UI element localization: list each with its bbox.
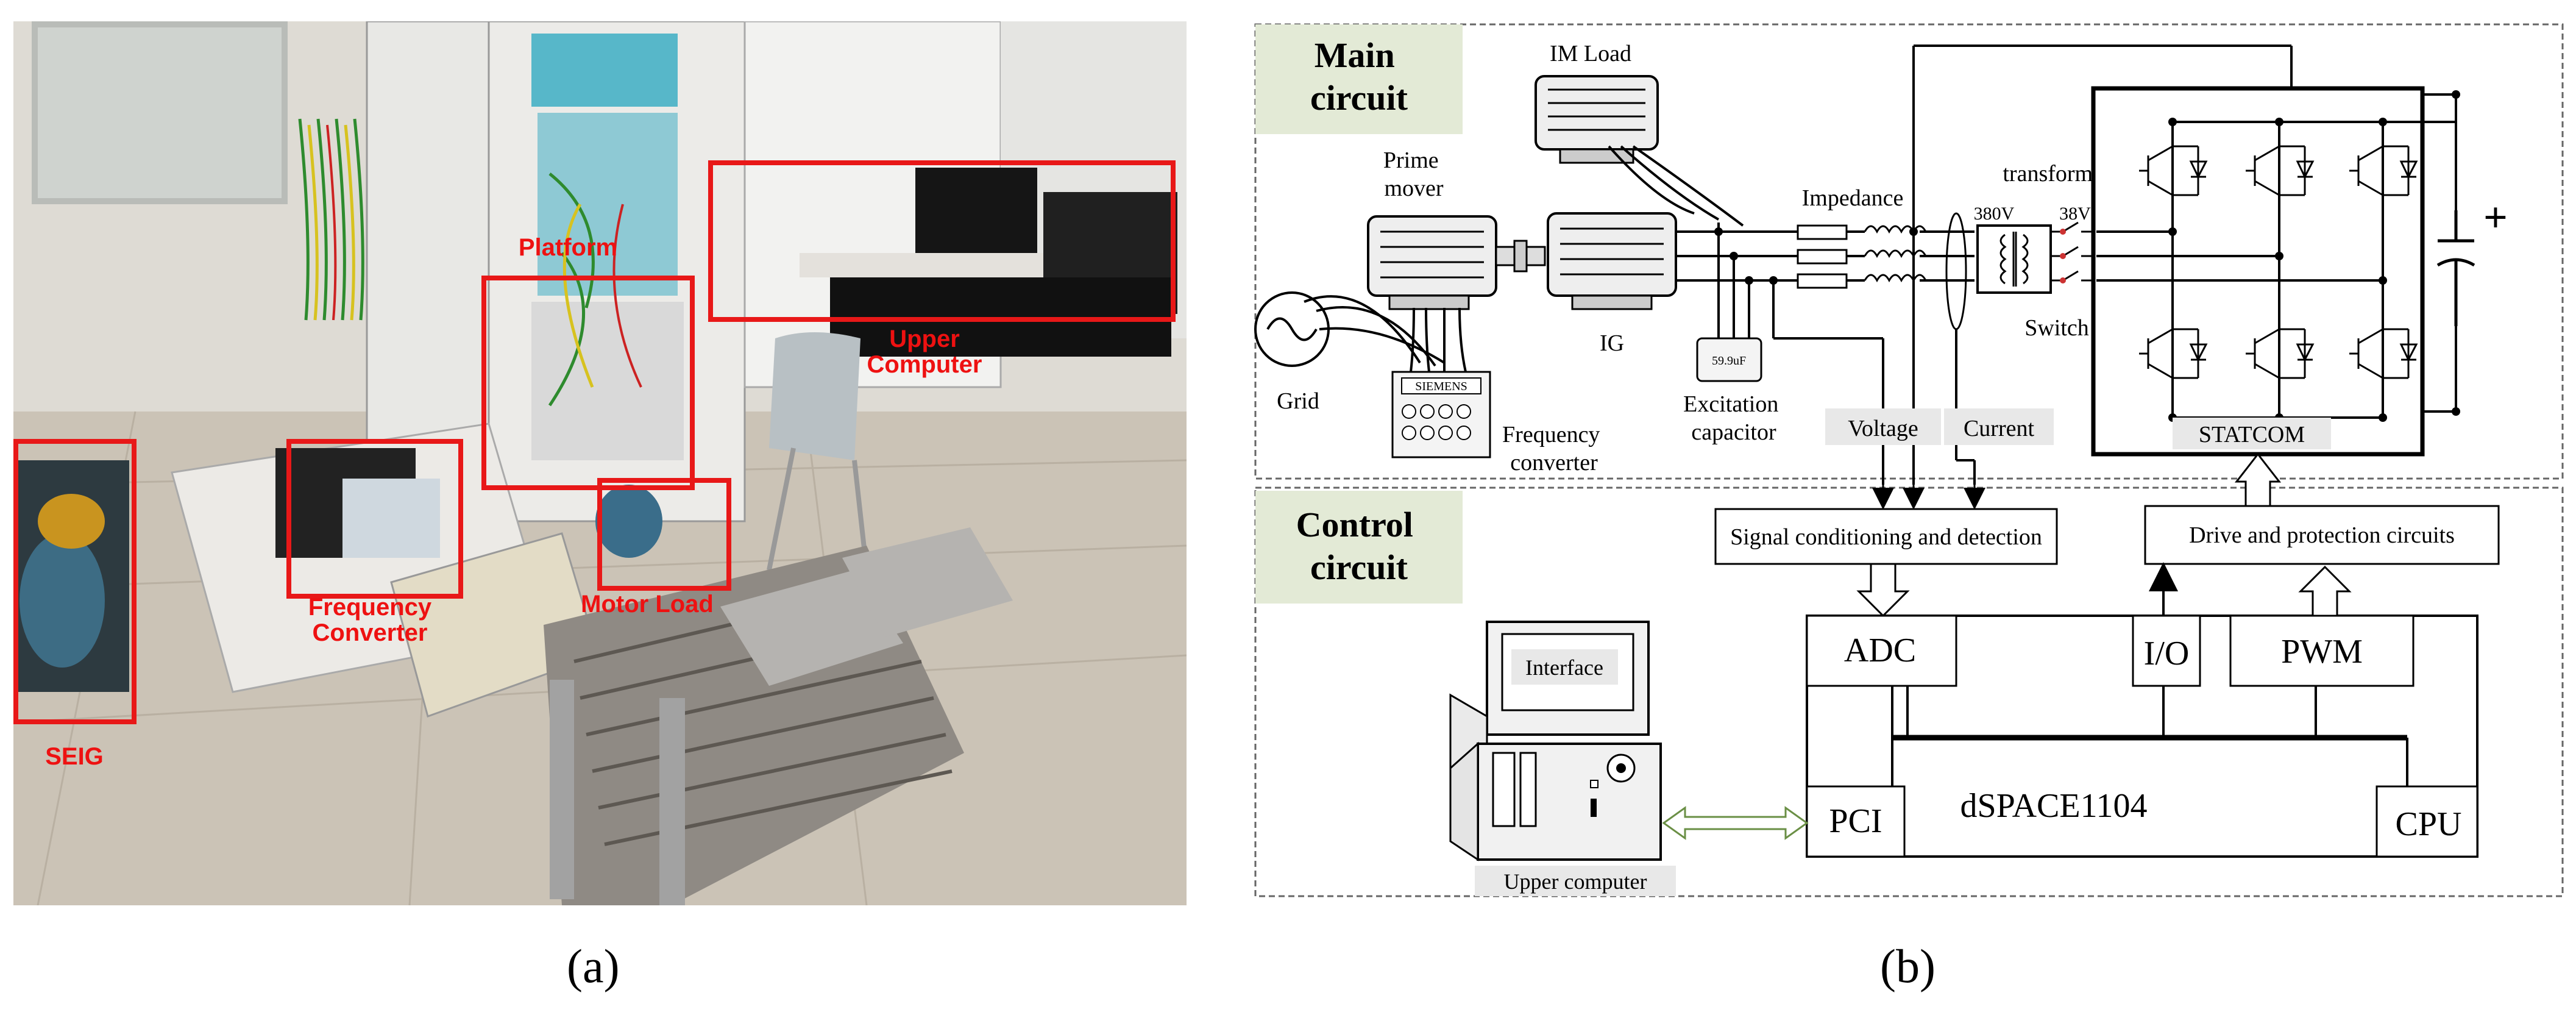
upper-computer-icon (1449, 621, 1662, 861)
seig-label: SEIG (45, 743, 104, 770)
upper-computer-label: Upper Computer (867, 326, 982, 378)
frequency-converter-label: Frequency converter (1502, 422, 1606, 476)
transformer-icon (1976, 224, 2052, 294)
impedance-label: Impedance (1802, 185, 1904, 211)
caption-b: (b) (1880, 939, 1936, 992)
drive-to-statcom-arrow (2234, 452, 2282, 507)
switch-icon (2051, 221, 2096, 282)
ig-label: IG (1600, 330, 1624, 356)
prime-mover-icon (1367, 215, 1546, 310)
svg-text:Signal conditioning and detect: Signal conditioning and detection (1730, 524, 2042, 550)
upper-computer-label: Upper computer (1504, 869, 1647, 894)
im-load-label: IM Load (1550, 41, 1631, 66)
dspace-label: dSPACE1104 (1960, 787, 2147, 825)
switch-label: Switch (2024, 315, 2089, 341)
frequency-converter-box (286, 439, 463, 599)
svg-text:Drive and protection circuits: Drive and protection circuits (2189, 522, 2455, 548)
svg-text:SIEMENS: SIEMENS (1415, 380, 1467, 393)
schematic-panel: Main circuit Control circuit IM Load Pri… (1243, 21, 2566, 905)
main-circuit-line2: circuit (1310, 78, 1408, 118)
im-load-motor-icon (1535, 75, 1659, 164)
drive-protection-block: Drive and protection circuits (2144, 505, 2500, 565)
dspace-block (1806, 615, 2478, 858)
upper-computer-box (708, 160, 1176, 322)
statcom-label: STATCOM (2199, 422, 2305, 447)
dc-capacitor-icon (2436, 210, 2475, 326)
io-label: I/O (2144, 635, 2190, 672)
seig-box (13, 439, 137, 724)
pwm-label: PWM (2281, 633, 2363, 671)
caption-a: (a) (567, 939, 620, 992)
main-circuit-region (1254, 23, 2564, 480)
main-circuit-line1: Main (1315, 35, 1395, 75)
svg-text:59.9uF: 59.9uF (1712, 354, 1746, 368)
lab-photo (13, 21, 1187, 905)
frequency-converter-icon: SIEMENS (1391, 371, 1491, 458)
platform-label: Platform (518, 234, 618, 261)
ig-generator-icon (1547, 212, 1677, 310)
pwm-to-drive-arrow (2298, 565, 2352, 617)
excitation-capacitor-icon: 59.9uF (1696, 337, 1762, 382)
grid-label: Grid (1277, 388, 1319, 414)
adc-label: ADC (1844, 632, 1916, 669)
motor-load-label: Motor Load (581, 591, 714, 618)
photo-panel: Platform Upper Computer Frequency Conver… (13, 21, 1187, 905)
inductor-icon (1864, 225, 1927, 283)
signal-conditioning-block: Signal conditioning and detection (1714, 508, 2058, 565)
voltage-label: Voltage (1848, 416, 1918, 441)
computer-pci-link-arrow (1662, 806, 1809, 840)
frequency-converter-label: Frequency Converter (308, 594, 432, 646)
v-secondary-label: 38V (2059, 204, 2091, 224)
motor-load-box (597, 478, 731, 591)
platform-box (481, 276, 695, 490)
grid-icon (1254, 291, 1330, 367)
signal-to-adc-arrow (1856, 563, 1910, 618)
impedance-icon (1797, 224, 1848, 289)
igbt-icon (2139, 145, 2208, 196)
main-circuit-label: Main circuit (1310, 35, 1408, 118)
v-primary-label: 380V (1974, 204, 2015, 224)
cpu-label: CPU (2396, 805, 2462, 843)
prime-mover-label: Prime mover (1383, 148, 1444, 201)
schematic-diagram: Main circuit Control circuit IM Load Pri… (1254, 23, 2564, 897)
interface-label: Interface (1525, 655, 1603, 680)
excitation-capacitor-label: Excitation capacitor (1683, 391, 1784, 445)
igbt-icon (2349, 145, 2418, 196)
control-circuit-label: Control circuit (1296, 505, 1422, 587)
pci-label: PCI (1829, 802, 1882, 840)
current-sensor-icon (1945, 212, 1967, 330)
statcom-block (2091, 86, 2456, 457)
dc-plus-label: + (2483, 194, 2508, 241)
current-label: Current (1964, 416, 2035, 441)
